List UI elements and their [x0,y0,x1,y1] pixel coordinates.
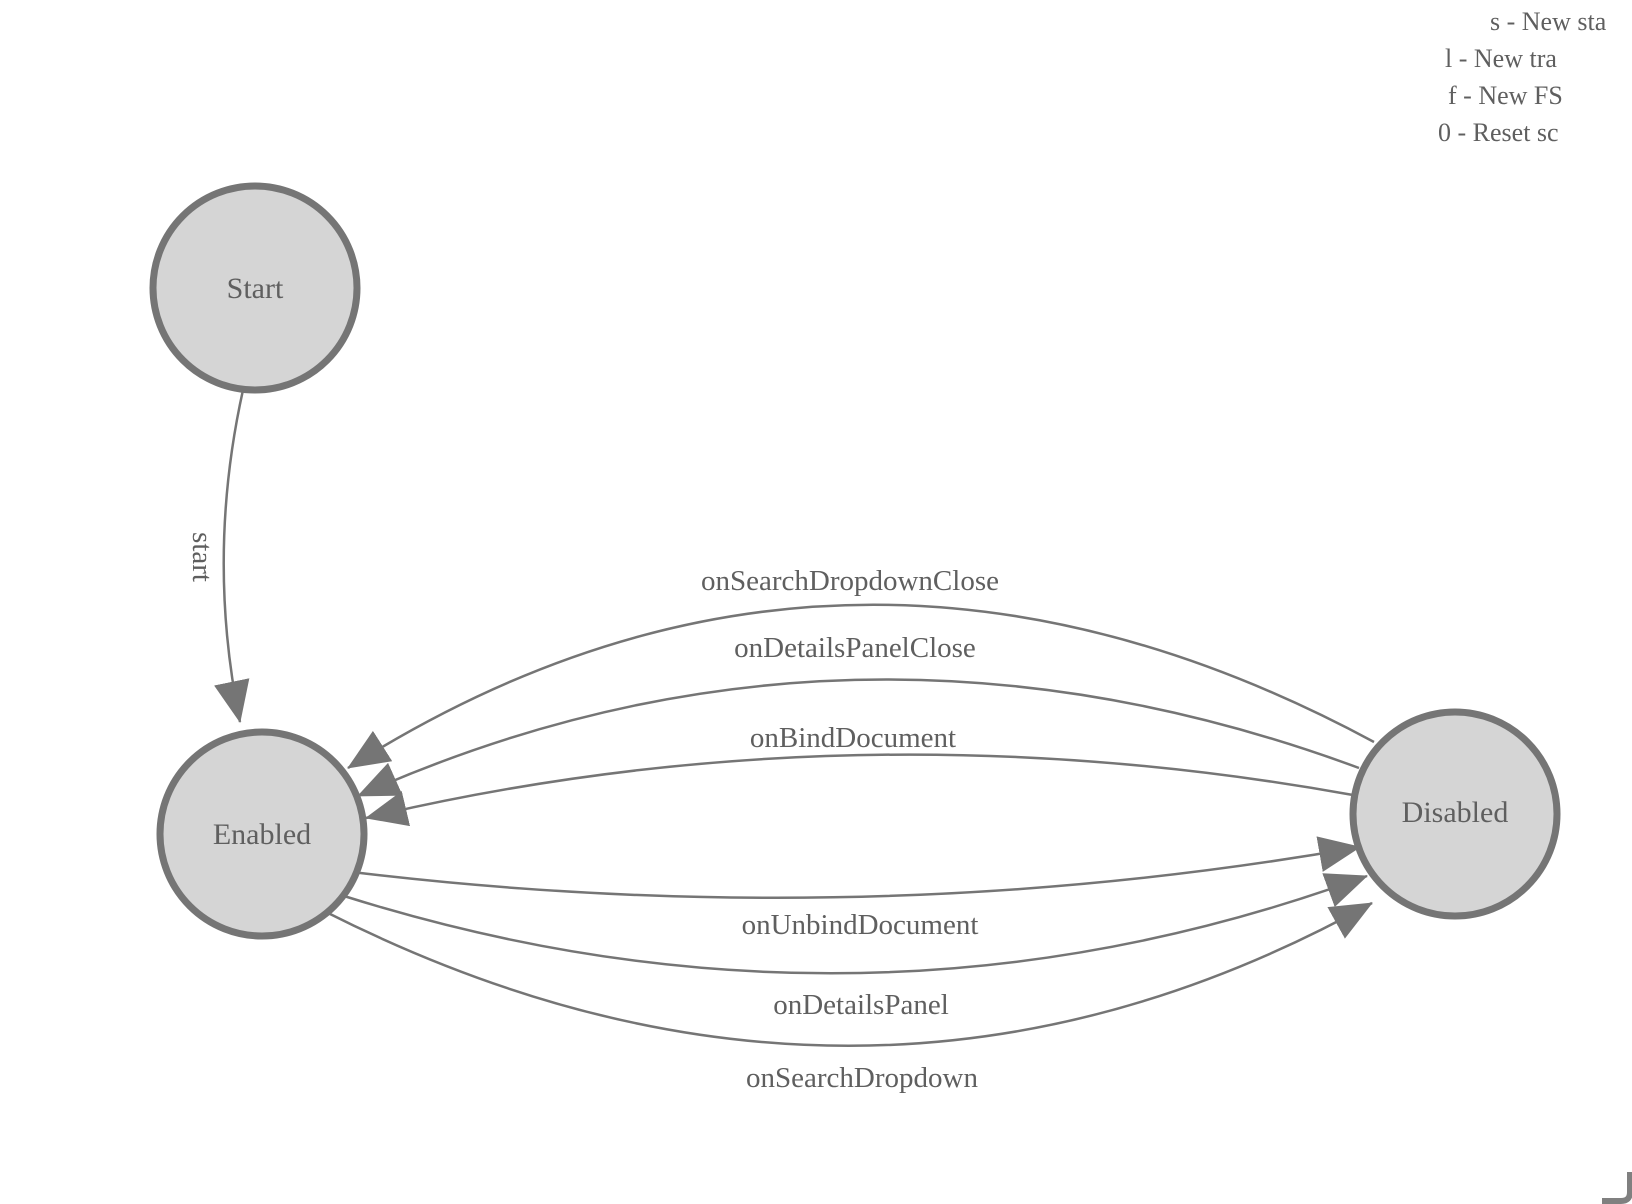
legend-line-reset: 0 - Reset sc [1438,118,1559,147]
edge-ondetailspanel[interactable] [343,873,1368,975]
edge-label-onsearchdropdown: onSearchDropdown [746,1062,978,1094]
edge-label-onsearchdropdownclose: onSearchDropdownClose [701,565,999,597]
legend-line-new-transition: l - New tra [1445,44,1557,73]
edge-label-onunbinddocument: onUnbindDocument [742,909,979,941]
edge-group [214,389,1375,1047]
legend-line-new-fsm: f - New FS [1448,81,1563,110]
state-node-disabled[interactable] [1349,708,1561,920]
state-label-enabled: Enabled [213,818,311,851]
corner-widget [1602,1172,1632,1204]
state-node-enabled[interactable] [156,728,368,940]
edge-label-start: start [186,532,218,582]
edge-label-ondetailspanel: onDetailsPanel [773,989,949,1021]
edge-start-to-enabled[interactable] [214,389,250,723]
node-group [149,182,1561,940]
edge-label-onbinddocument: onBindDocument [750,722,956,754]
edge-onbinddocument[interactable] [365,753,1354,827]
edge-ondetailspanelclose[interactable] [357,678,1360,798]
state-label-start: Start [227,272,284,305]
state-node-start[interactable] [149,182,361,394]
edge-label-ondetailspanelclose: onDetailsPanelClose [734,632,976,664]
edge-onsearchdropdown[interactable] [325,901,1373,1047]
edge-onsearchdropdownclose[interactable] [347,603,1375,770]
shortcut-legend: s - New sta l - New tra f - New FS 0 - R… [1438,7,1607,147]
legend-line-new-state: s - New sta [1490,7,1607,36]
node-label-group: Start Enabled Disabled [213,272,1508,851]
edge-label-group: start onSearchDropdownClose onDetailsPan… [186,532,999,1094]
state-label-disabled: Disabled [1402,796,1509,829]
edge-onunbinddocument[interactable] [351,836,1361,900]
